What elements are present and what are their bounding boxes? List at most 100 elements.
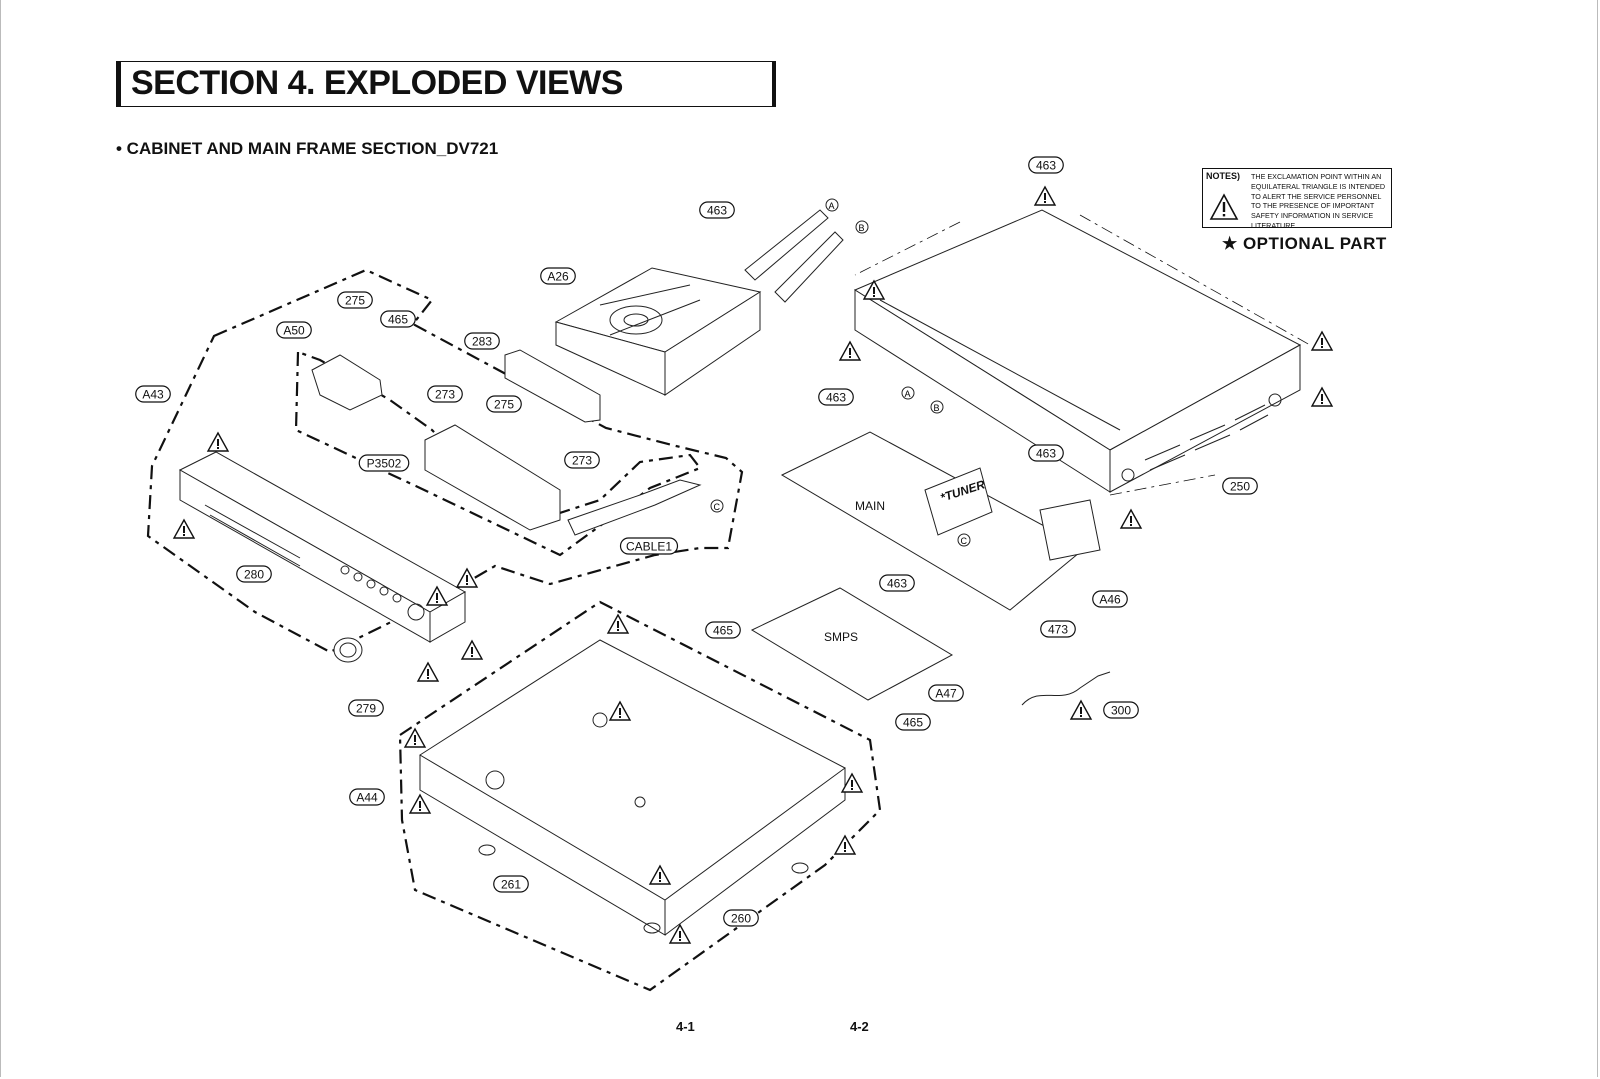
callout-label: A50 bbox=[283, 324, 305, 338]
warning-triangle-icon bbox=[840, 772, 864, 793]
callout-label: 279 bbox=[356, 702, 376, 716]
front-panel-280 bbox=[178, 451, 467, 643]
callout-300: 300 bbox=[1103, 701, 1139, 719]
callout-cable1: CABLE1 bbox=[619, 537, 679, 555]
foot-260 bbox=[643, 922, 661, 934]
callout-label: 463 bbox=[826, 391, 846, 405]
tuner-module: *TUNER bbox=[924, 467, 993, 536]
foot-261 bbox=[478, 844, 496, 856]
callout-label: 463 bbox=[1036, 159, 1056, 173]
disc-loader-a26 bbox=[554, 267, 762, 396]
callout-463: 463 bbox=[699, 201, 735, 219]
callout-label: 463 bbox=[707, 204, 727, 218]
warning-triangle-icon bbox=[206, 431, 230, 452]
callout-label: 273 bbox=[572, 454, 592, 468]
callout-273: 273 bbox=[427, 385, 463, 403]
warning-triangle-icon bbox=[1310, 330, 1334, 351]
warning-triangle-icon bbox=[1069, 699, 1093, 720]
callout-label: 465 bbox=[713, 624, 733, 638]
chassis-a44 bbox=[419, 639, 846, 936]
warning-triangle-icon bbox=[1119, 508, 1143, 529]
warning-triangle-icon bbox=[838, 340, 862, 361]
callout-label: A44 bbox=[356, 791, 378, 805]
cable1 bbox=[567, 479, 702, 536]
callout-label: 273 bbox=[435, 388, 455, 402]
chassis-assembly-boundary bbox=[398, 600, 882, 992]
callout-280: 280 bbox=[236, 565, 272, 583]
connector-a-top: A bbox=[829, 201, 835, 211]
warning-triangle-icon bbox=[606, 613, 630, 634]
connector-markers: A B C A B C bbox=[710, 198, 971, 547]
warning-triangle-icon bbox=[416, 661, 440, 682]
smps-board-a47: SMPS bbox=[750, 587, 954, 701]
optional-part-legend: ★ OPTIONAL PART bbox=[1222, 234, 1387, 253]
power-cord-300 bbox=[1021, 671, 1111, 706]
callout-279: 279 bbox=[348, 699, 384, 717]
part-callouts: 463463463463A26283275465A50273A43275273P… bbox=[135, 156, 1258, 927]
warning-triangle-icon bbox=[1310, 386, 1334, 407]
warning-triangle-icon bbox=[648, 864, 672, 885]
connector-b-top: B bbox=[859, 223, 865, 233]
main-board-label: MAIN bbox=[855, 499, 885, 513]
callout-a26: A26 bbox=[540, 267, 576, 285]
callout-465: 465 bbox=[380, 310, 416, 328]
knob-279 bbox=[333, 637, 363, 663]
flex-cable-b bbox=[774, 231, 844, 303]
callout-label: 463 bbox=[887, 577, 907, 591]
callout-473: 473 bbox=[1040, 620, 1076, 638]
warning-triangle-icon bbox=[1033, 185, 1057, 206]
callout-273: 273 bbox=[564, 451, 600, 469]
callout-275: 275 bbox=[337, 291, 373, 309]
flex-cable-a bbox=[744, 209, 829, 281]
page-number-left: 4-1 bbox=[676, 1019, 695, 1034]
callout-250: 250 bbox=[1222, 477, 1258, 495]
warning-triangle-icon bbox=[425, 585, 449, 606]
section-title-box: SECTION 4. EXPLODED VIEWS bbox=[116, 61, 776, 107]
warning-triangle-icon bbox=[455, 567, 479, 588]
warning-triangle-icon bbox=[608, 700, 632, 721]
callout-283: 283 bbox=[464, 332, 500, 350]
callout-label: 473 bbox=[1048, 623, 1068, 637]
callout-label: 280 bbox=[244, 568, 264, 582]
front-pcb bbox=[424, 424, 561, 531]
warning-triangle-icon bbox=[460, 639, 484, 660]
warning-triangle-icon bbox=[1209, 193, 1239, 220]
callout-465: 465 bbox=[705, 621, 741, 639]
notes-text: THE EXCLAMATION POINT WITHIN AN EQUILATE… bbox=[1251, 172, 1386, 230]
warning-triangle-icon bbox=[862, 279, 886, 300]
callout-a50: A50 bbox=[276, 321, 312, 339]
front-bracket-a50 bbox=[311, 354, 383, 411]
callout-a44: A44 bbox=[349, 788, 385, 806]
warning-triangle-icon bbox=[172, 518, 196, 539]
callout-label: A47 bbox=[935, 687, 957, 701]
callout-275: 275 bbox=[486, 395, 522, 413]
warning-triangle-icon bbox=[833, 834, 857, 855]
callout-463: 463 bbox=[818, 388, 854, 406]
front-bracket-boundary bbox=[294, 350, 702, 557]
callout-label: 250 bbox=[1230, 480, 1250, 494]
callout-a43: A43 bbox=[135, 385, 171, 403]
connector-b-board: B bbox=[934, 403, 940, 413]
callout-463: 463 bbox=[879, 574, 915, 592]
page-number-right: 4-2 bbox=[850, 1019, 869, 1034]
jack-panel-a46 bbox=[1039, 499, 1101, 561]
warning-triangle-icon bbox=[408, 793, 432, 814]
callout-label: A43 bbox=[142, 388, 164, 402]
callout-465: 465 bbox=[895, 713, 931, 731]
callout-a47: A47 bbox=[928, 684, 964, 702]
connector-c-left: C bbox=[714, 502, 721, 512]
connector-c-board: C bbox=[961, 536, 968, 546]
warning-triangle-icon bbox=[403, 727, 427, 748]
warning-triangle-icon bbox=[668, 923, 692, 944]
notes-label: NOTES) bbox=[1206, 171, 1241, 181]
callout-label: A46 bbox=[1099, 593, 1121, 607]
callout-label: P3502 bbox=[367, 457, 402, 471]
callout-label: 463 bbox=[1036, 447, 1056, 461]
callout-label: 300 bbox=[1111, 704, 1131, 718]
callout-label: 275 bbox=[345, 294, 365, 308]
loader-door-283 bbox=[504, 349, 601, 423]
callout-260: 260 bbox=[723, 909, 759, 927]
front-panel-assembly-boundary bbox=[146, 268, 744, 654]
